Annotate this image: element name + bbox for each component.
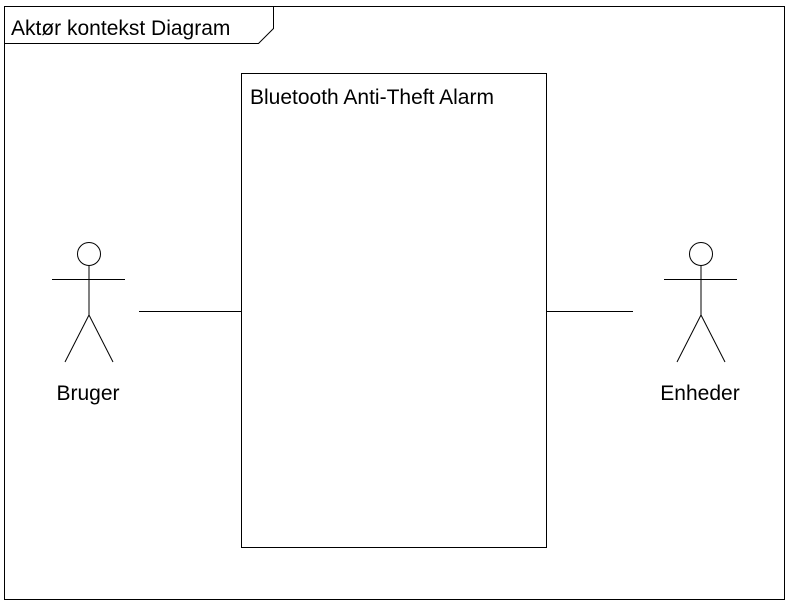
actor-bruger: Bruger <box>52 242 125 405</box>
actor-label: Enheder <box>660 382 739 405</box>
system-name: Bluetooth Anti-Theft Alarm <box>250 86 494 109</box>
actor-enheder: Enheder <box>660 242 740 405</box>
frame-title-tab <box>4 6 274 44</box>
stick-figure-icon <box>664 242 737 363</box>
system-boundary <box>241 73 547 548</box>
actor-label: Bruger <box>56 382 119 405</box>
frame-title: Aktør kontekst Diagram <box>11 17 230 40</box>
stick-figure-icon <box>52 242 125 363</box>
